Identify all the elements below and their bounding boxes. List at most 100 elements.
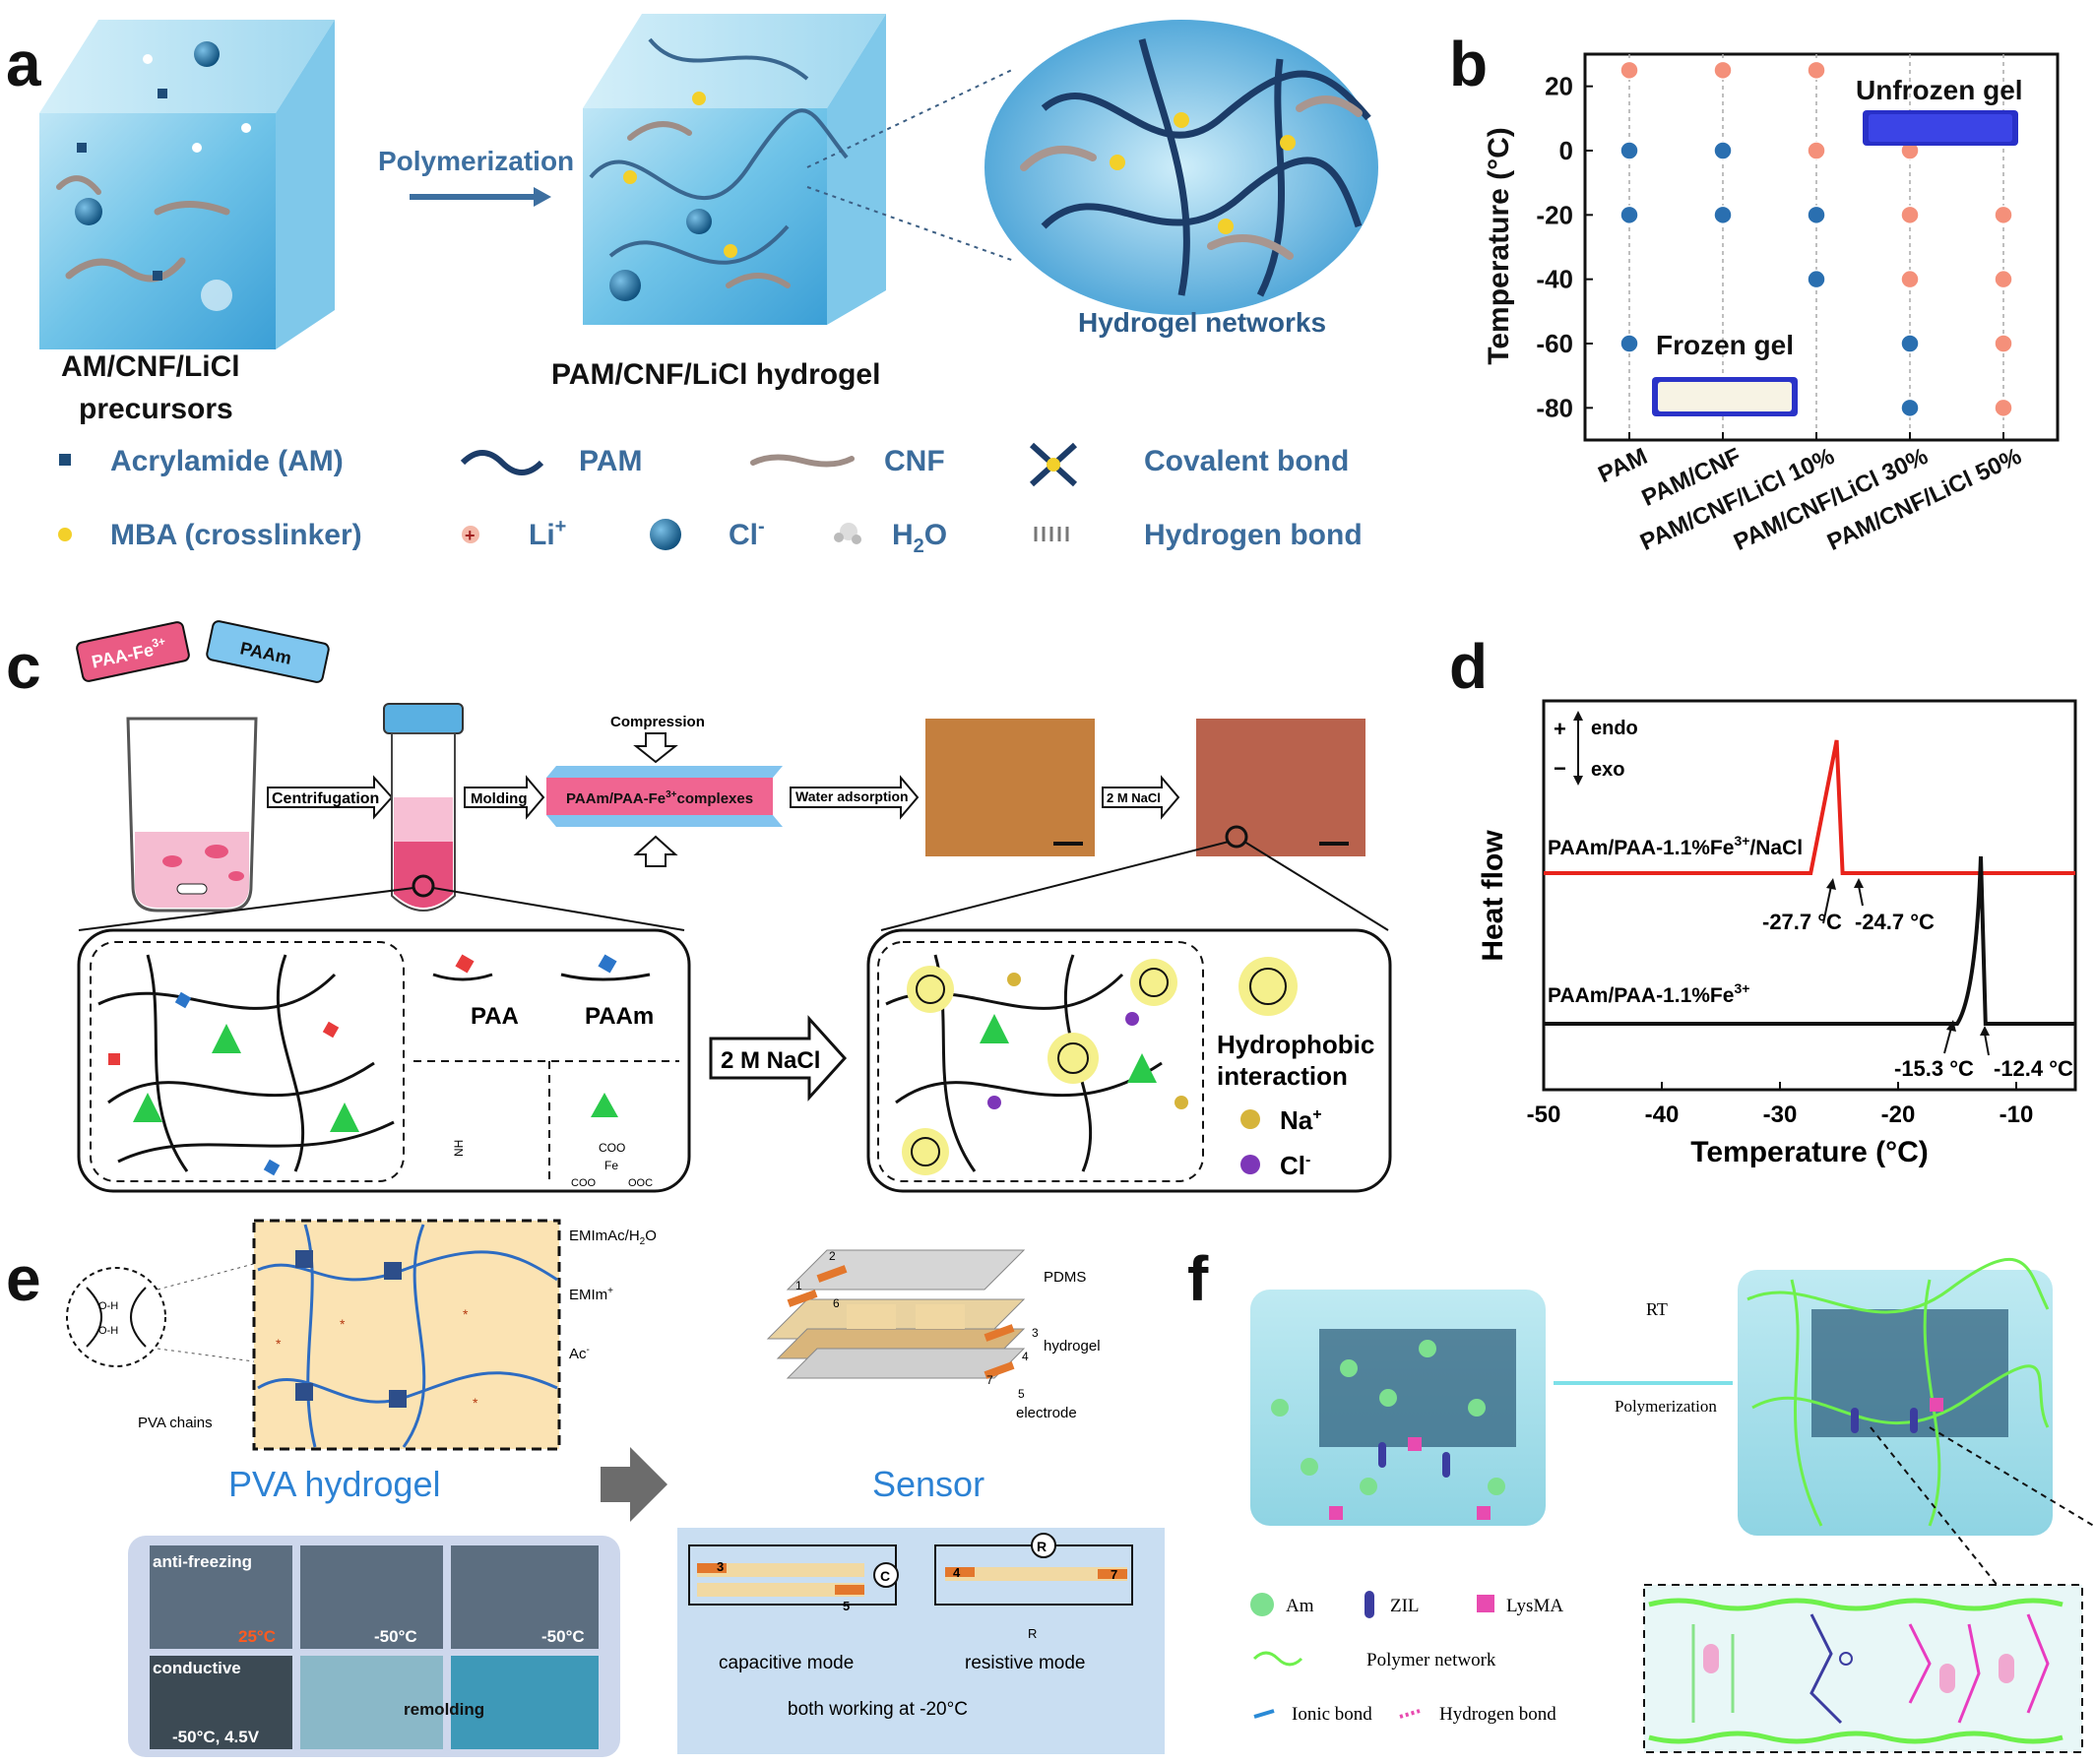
lysma-icon <box>1477 1595 1494 1612</box>
svg-text:Water adsorption: Water adsorption <box>795 788 909 804</box>
network-box-left: PAA PAAm NH COO Fe COO OOC <box>79 930 689 1191</box>
am-icon <box>1250 1593 1274 1616</box>
data-point <box>1901 271 1919 288</box>
svg-text:Ac-: Ac- <box>569 1345 590 1362</box>
data-point <box>1714 206 1732 223</box>
svg-text:Hydrophobic: Hydrophobic <box>1217 1030 1374 1059</box>
hydrogel-cube <box>583 14 886 325</box>
polymer-network-icon <box>1254 1653 1301 1665</box>
polymerization-f-label: Polymerization <box>1615 1397 1717 1416</box>
svg-text:Cl-: Cl- <box>729 516 765 551</box>
svg-text:Li+: Li+ <box>529 516 566 551</box>
svg-text:Hydrogen bond: Hydrogen bond <box>1144 519 1363 551</box>
svg-text:-50°C: -50°C <box>541 1627 585 1646</box>
svg-text:4: 4 <box>1022 1350 1029 1363</box>
svg-text:*: * <box>340 1316 346 1332</box>
svg-text:Fe: Fe <box>604 1159 618 1172</box>
svg-text:3: 3 <box>1032 1326 1039 1340</box>
cl-ion-icon <box>1240 1155 1260 1174</box>
data-point <box>1808 142 1825 159</box>
svg-text:1: 1 <box>795 1279 802 1292</box>
svg-text:2 M NaCl: 2 M NaCl <box>1107 790 1161 805</box>
monomer-box <box>1250 1290 1546 1526</box>
svg-text:electrode: electrode <box>1016 1405 1077 1421</box>
na-icon <box>1240 1109 1260 1129</box>
svg-text:capacitive mode: capacitive mode <box>719 1653 854 1673</box>
svg-text:PAAm: PAAm <box>585 1003 654 1030</box>
endo-label: endo <box>1591 718 1638 739</box>
polymerization-label: Polymerization <box>378 146 574 176</box>
data-point <box>1808 271 1825 288</box>
sensor-modes: C 3 5 capacitive mode R 4 7 R resistive … <box>677 1528 1165 1754</box>
svg-text:NH: NH <box>452 1140 466 1157</box>
data-point <box>1808 206 1825 223</box>
svg-text:*: * <box>473 1395 478 1411</box>
precursor-label-2: precursors <box>79 393 233 425</box>
svg-text:4: 4 <box>953 1565 961 1580</box>
step-arrow-2: Molding <box>465 778 543 817</box>
svg-text:Molding: Molding <box>471 790 527 807</box>
svg-text:Polymer network: Polymer network <box>1366 1650 1496 1670</box>
svg-text:PAAm/PAA-Fe3+complexes: PAAm/PAA-Fe3+complexes <box>566 789 753 807</box>
data-point <box>1808 61 1825 79</box>
exo-minus: − <box>1554 756 1566 781</box>
svg-text:Covalent bond: Covalent bond <box>1144 445 1349 477</box>
acrylamide-icon <box>59 454 71 466</box>
dsc-x-tick-label: -40 <box>1645 1102 1680 1128</box>
y-tick-label: 0 <box>1559 136 1573 165</box>
frozen-annotation: Frozen gel <box>1656 330 1794 360</box>
svg-text:PAA: PAA <box>471 1003 519 1030</box>
rt-label: RT <box>1646 1299 1668 1319</box>
data-point <box>1995 271 2012 288</box>
data-point <box>1620 335 1638 352</box>
svg-text:interaction: interaction <box>1217 1061 1348 1091</box>
pva-network: **** <box>254 1221 559 1449</box>
data-point <box>1901 335 1919 352</box>
x-tick-label: PAM <box>1594 443 1651 488</box>
svg-text:*: * <box>463 1306 469 1322</box>
zoom-structure <box>1644 1585 2082 1752</box>
svg-text:COO: COO <box>599 1141 625 1155</box>
dsc-x-tick-label: -10 <box>2000 1102 2034 1128</box>
data-point <box>1901 206 1919 223</box>
dsc-y-label: Heat flow <box>1477 830 1509 962</box>
y-tick-label: 20 <box>1545 72 1573 101</box>
data-point <box>1714 142 1732 159</box>
svg-text:C: C <box>880 1568 890 1584</box>
sensor-device: PDMS hydrogel electrode 2 1 6 3 4 7 5 <box>768 1249 1101 1421</box>
svg-text:PVA chains: PVA chains <box>138 1415 213 1431</box>
network-box-right: Hydrophobic interaction Na+ Cl- <box>868 930 1390 1191</box>
hydrogen-bond-f-icon <box>1400 1711 1420 1717</box>
svg-text:5: 5 <box>843 1599 850 1613</box>
pva-hydrogel-title: PVA hydrogel <box>228 1464 440 1504</box>
svg-text:CNF: CNF <box>884 445 945 477</box>
unfrozen-annotation: Unfrozen gel <box>1856 75 2023 105</box>
panel-d-chart: Heat flow Temperature (°C) -50-40-30-20-… <box>1437 591 2095 1201</box>
data-point <box>1620 206 1638 223</box>
li-icon: + <box>462 526 479 545</box>
dsc-x-tick-label: -50 <box>1527 1102 1561 1128</box>
svg-text:resistive mode: resistive mode <box>965 1653 1086 1673</box>
svg-text:COO: COO <box>571 1177 597 1189</box>
network-zoom <box>984 20 1378 315</box>
endo-plus: + <box>1554 717 1566 741</box>
sensor-title: Sensor <box>872 1464 984 1504</box>
cl-icon <box>650 519 681 550</box>
dsc-x-label: Temperature (°C) <box>1690 1136 1928 1168</box>
svg-text:H2O: H2O <box>892 519 947 557</box>
cnf-icon <box>753 457 852 464</box>
photo-panel: anti-freezing 25°C -50°C -50°C conductiv… <box>128 1536 620 1757</box>
svg-text:Compression: Compression <box>610 714 705 730</box>
panel-f: RT Polymerization Am ZIL LysMA Polymer n… <box>1181 1211 2095 1764</box>
svg-text:EMImAc/H2O: EMImAc/H2O <box>569 1228 657 1247</box>
svg-text:Am: Am <box>1286 1596 1314 1616</box>
panel-e: O-HO-H **** EMImAc/H2O EMIm+ Ac- PVA cha… <box>0 1211 1181 1764</box>
legend-f: Am ZIL LysMA Polymer network Ionic bond … <box>1250 1591 1563 1725</box>
dsc-x-tick-label: -30 <box>1763 1102 1798 1128</box>
svg-text:ZIL: ZIL <box>1390 1596 1420 1616</box>
svg-text:Ionic bond: Ionic bond <box>1292 1704 1372 1725</box>
covalent-bond-icon <box>1032 445 1075 484</box>
svg-text:PAM: PAM <box>579 445 642 477</box>
paa-fe-tube: PAA-Fe3+ <box>76 621 190 682</box>
svg-text:2 M NaCl: 2 M NaCl <box>721 1047 820 1074</box>
